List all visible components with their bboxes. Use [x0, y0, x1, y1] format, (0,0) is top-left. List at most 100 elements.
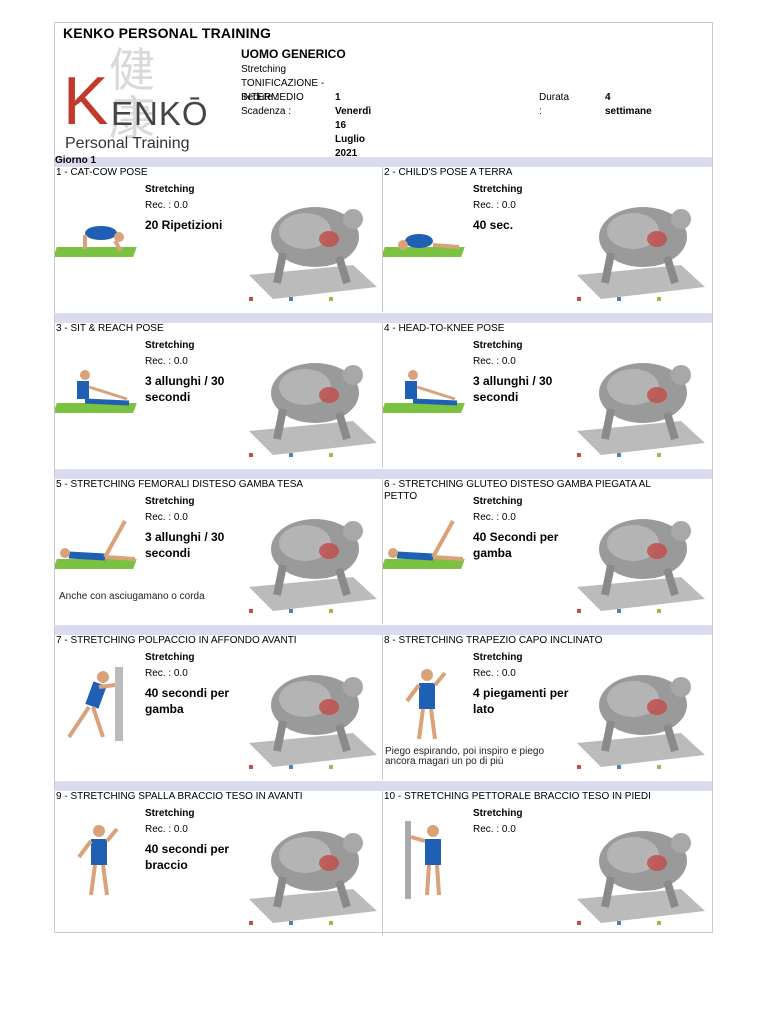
- exercise-rest: Rec. : 0.0: [473, 512, 516, 523]
- exercise-category: Stretching: [145, 652, 195, 663]
- anatomy-image: [571, 647, 709, 775]
- anatomy-image: [571, 803, 709, 931]
- exercise-reps: 40 secondi per gamba: [145, 686, 230, 716]
- exercise-rest: Rec. : 0.0: [473, 356, 516, 367]
- exercise-category: Stretching: [473, 184, 523, 195]
- client-info: UOMO GENERICO Stretching TONIFICAZIONE -…: [241, 47, 652, 159]
- exercise-category: Stretching: [145, 496, 195, 507]
- row-separator-band: [55, 313, 712, 323]
- exercise-category: Stretching: [473, 808, 523, 819]
- anatomy-image: [243, 491, 381, 619]
- exercise-card: 7 - STRETCHING POLPACCIO IN AFFONDO AVAN…: [55, 635, 383, 780]
- exercise-note: Anche con asciugamano o corda: [59, 591, 205, 602]
- exercise-title: 9 - STRETCHING SPALLA BRACCIO TESO IN AV…: [56, 791, 303, 802]
- day-label: Giorno 1: [55, 155, 97, 166]
- anatomy-image: [571, 179, 709, 307]
- exercise-demo-image: [383, 509, 471, 589]
- row-separator-band: [55, 781, 712, 791]
- row-separator-band: [55, 469, 712, 479]
- exercise-reps: 40 sec.: [473, 218, 514, 232]
- logo-word-enko: ENKŌ: [111, 95, 209, 132]
- exercise-demo-image: [383, 197, 471, 277]
- exercise-card: 8 - STRETCHING TRAPEZIO CAPO INCLINATO S…: [383, 635, 711, 780]
- exercise-reps: 3 allunghi / 30 secondi: [473, 374, 553, 404]
- exercise-card: 3 - SIT & REACH POSE Stretching Rec. : 0…: [55, 323, 383, 468]
- exercise-title: 10 - STRETCHING PETTORALE BRACCIO TESO I…: [384, 791, 651, 802]
- exercise-title: 7 - STRETCHING POLPACCIO IN AFFONDO AVAN…: [56, 635, 297, 646]
- exercise-card: 10 - STRETCHING PETTORALE BRACCIO TESO I…: [383, 791, 711, 936]
- exercise-reps: 20 Ripetizioni: [145, 218, 223, 232]
- exercise-title: 4 - HEAD-TO-KNEE POSE: [384, 323, 505, 334]
- exercise-rest: Rec. : 0.0: [145, 824, 188, 835]
- column-divider: [382, 791, 383, 936]
- logo-kanji-2: 康: [109, 91, 155, 145]
- exercise-card: 2 - CHILD'S POSE A TERRA Stretching Rec.…: [383, 167, 711, 312]
- exercise-category: Stretching: [145, 808, 195, 819]
- exercise-title: 2 - CHILD'S POSE A TERRA: [384, 167, 513, 178]
- exercise-rest: Rec. : 0.0: [473, 200, 516, 211]
- exercise-rest: Rec. : 0.0: [145, 668, 188, 679]
- exercise-category: Stretching: [473, 652, 523, 663]
- exercise-demo-image: [383, 665, 471, 745]
- logo-kanji-1: 健: [109, 43, 155, 97]
- exercise-title: 5 - STRETCHING FEMORALI DISTESO GAMBA TE…: [56, 479, 304, 490]
- exercise-demo-image: [383, 353, 471, 433]
- exercise-title: 6 - STRETCHING GLUTEO DISTESO GAMBA PIEG…: [384, 479, 651, 502]
- anatomy-image: [243, 335, 381, 463]
- exercise-category: Stretching: [473, 340, 523, 351]
- exercise-title: 8 - STRETCHING TRAPEZIO CAPO INCLINATO: [384, 635, 603, 646]
- exercise-reps: 40 secondi per braccio: [145, 842, 230, 872]
- kenko-logo: 健 康 K ENKŌ Personal Training: [59, 45, 219, 155]
- column-divider: [382, 479, 383, 624]
- exercise-note: Piego espirando, poi inspiro e piego anc…: [385, 746, 544, 767]
- exercise-demo-image: [55, 821, 143, 901]
- client-category: Stretching: [241, 64, 287, 75]
- exercise-reps: 3 allunghi / 30 secondi: [145, 374, 225, 404]
- row-separator-band: [55, 625, 712, 635]
- exercise-rest: Rec. : 0.0: [473, 668, 516, 679]
- page-title: KENKO PERSONAL TRAINING: [63, 25, 272, 41]
- exercise-card: 5 - STRETCHING FEMORALI DISTESO GAMBA TE…: [55, 479, 383, 624]
- exercise-reps: 40 Secondi per gamba: [473, 530, 559, 560]
- logo-letter-k: K: [63, 63, 109, 139]
- duration-value: 4 settimane: [605, 92, 652, 117]
- exercise-card: 1 - CAT-COW POSE Stretching Rec. : 0.0 2…: [55, 167, 383, 312]
- column-divider: [382, 323, 383, 468]
- client-program: TONIFICAZIONE - INTERMEDIO: [241, 78, 325, 103]
- day-band: [55, 157, 712, 167]
- column-divider: [382, 635, 383, 780]
- exercise-demo-image: [55, 509, 143, 589]
- column-divider: [382, 167, 383, 312]
- workout-sheet: KENKO PERSONAL TRAINING 健 康 K ENKŌ Perso…: [54, 22, 713, 936]
- client-name: UOMO GENERICO: [241, 47, 346, 61]
- exercise-demo-image: [55, 353, 143, 433]
- deadline-label: Scadenza :: [241, 106, 292, 117]
- exercise-demo-image: [55, 197, 143, 277]
- exercise-reps: 3 allunghi / 30 secondi: [145, 530, 225, 560]
- exercise-reps: 4 piegamenti per lato: [473, 686, 569, 716]
- exercise-card: 9 - STRETCHING SPALLA BRACCIO TESO IN AV…: [55, 791, 383, 936]
- exercise-rest: Rec. : 0.0: [145, 200, 188, 211]
- logo-personal-training: Personal Training: [65, 135, 190, 152]
- exercise-demo-image: [55, 665, 143, 745]
- exercise-rest: Rec. : 0.0: [473, 824, 516, 835]
- sessions-value: 1: [335, 92, 341, 103]
- exercise-demo-image: [383, 821, 471, 901]
- anatomy-image: [571, 335, 709, 463]
- anatomy-image: [243, 803, 381, 931]
- exercise-card: 4 - HEAD-TO-KNEE POSE Stretching Rec. : …: [383, 323, 711, 468]
- duration-label: Durata :: [539, 92, 570, 117]
- exercise-category: Stretching: [145, 184, 195, 195]
- exercise-rest: Rec. : 0.0: [145, 512, 188, 523]
- exercise-rest: Rec. : 0.0: [145, 356, 188, 367]
- exercise-category: Stretching: [473, 496, 523, 507]
- anatomy-image: [243, 179, 381, 307]
- exercise-category: Stretching: [145, 340, 195, 351]
- exercise-title: 3 - SIT & REACH POSE: [56, 323, 164, 334]
- deadline-value: Venerdì 16 Luglio 2021: [335, 106, 372, 159]
- anatomy-image: [571, 491, 709, 619]
- exercise-card: 6 - STRETCHING GLUTEO DISTESO GAMBA PIEG…: [383, 479, 711, 624]
- sessions-label: Sedute :: [241, 92, 279, 103]
- anatomy-image: [243, 647, 381, 775]
- exercise-title: 1 - CAT-COW POSE: [56, 167, 148, 178]
